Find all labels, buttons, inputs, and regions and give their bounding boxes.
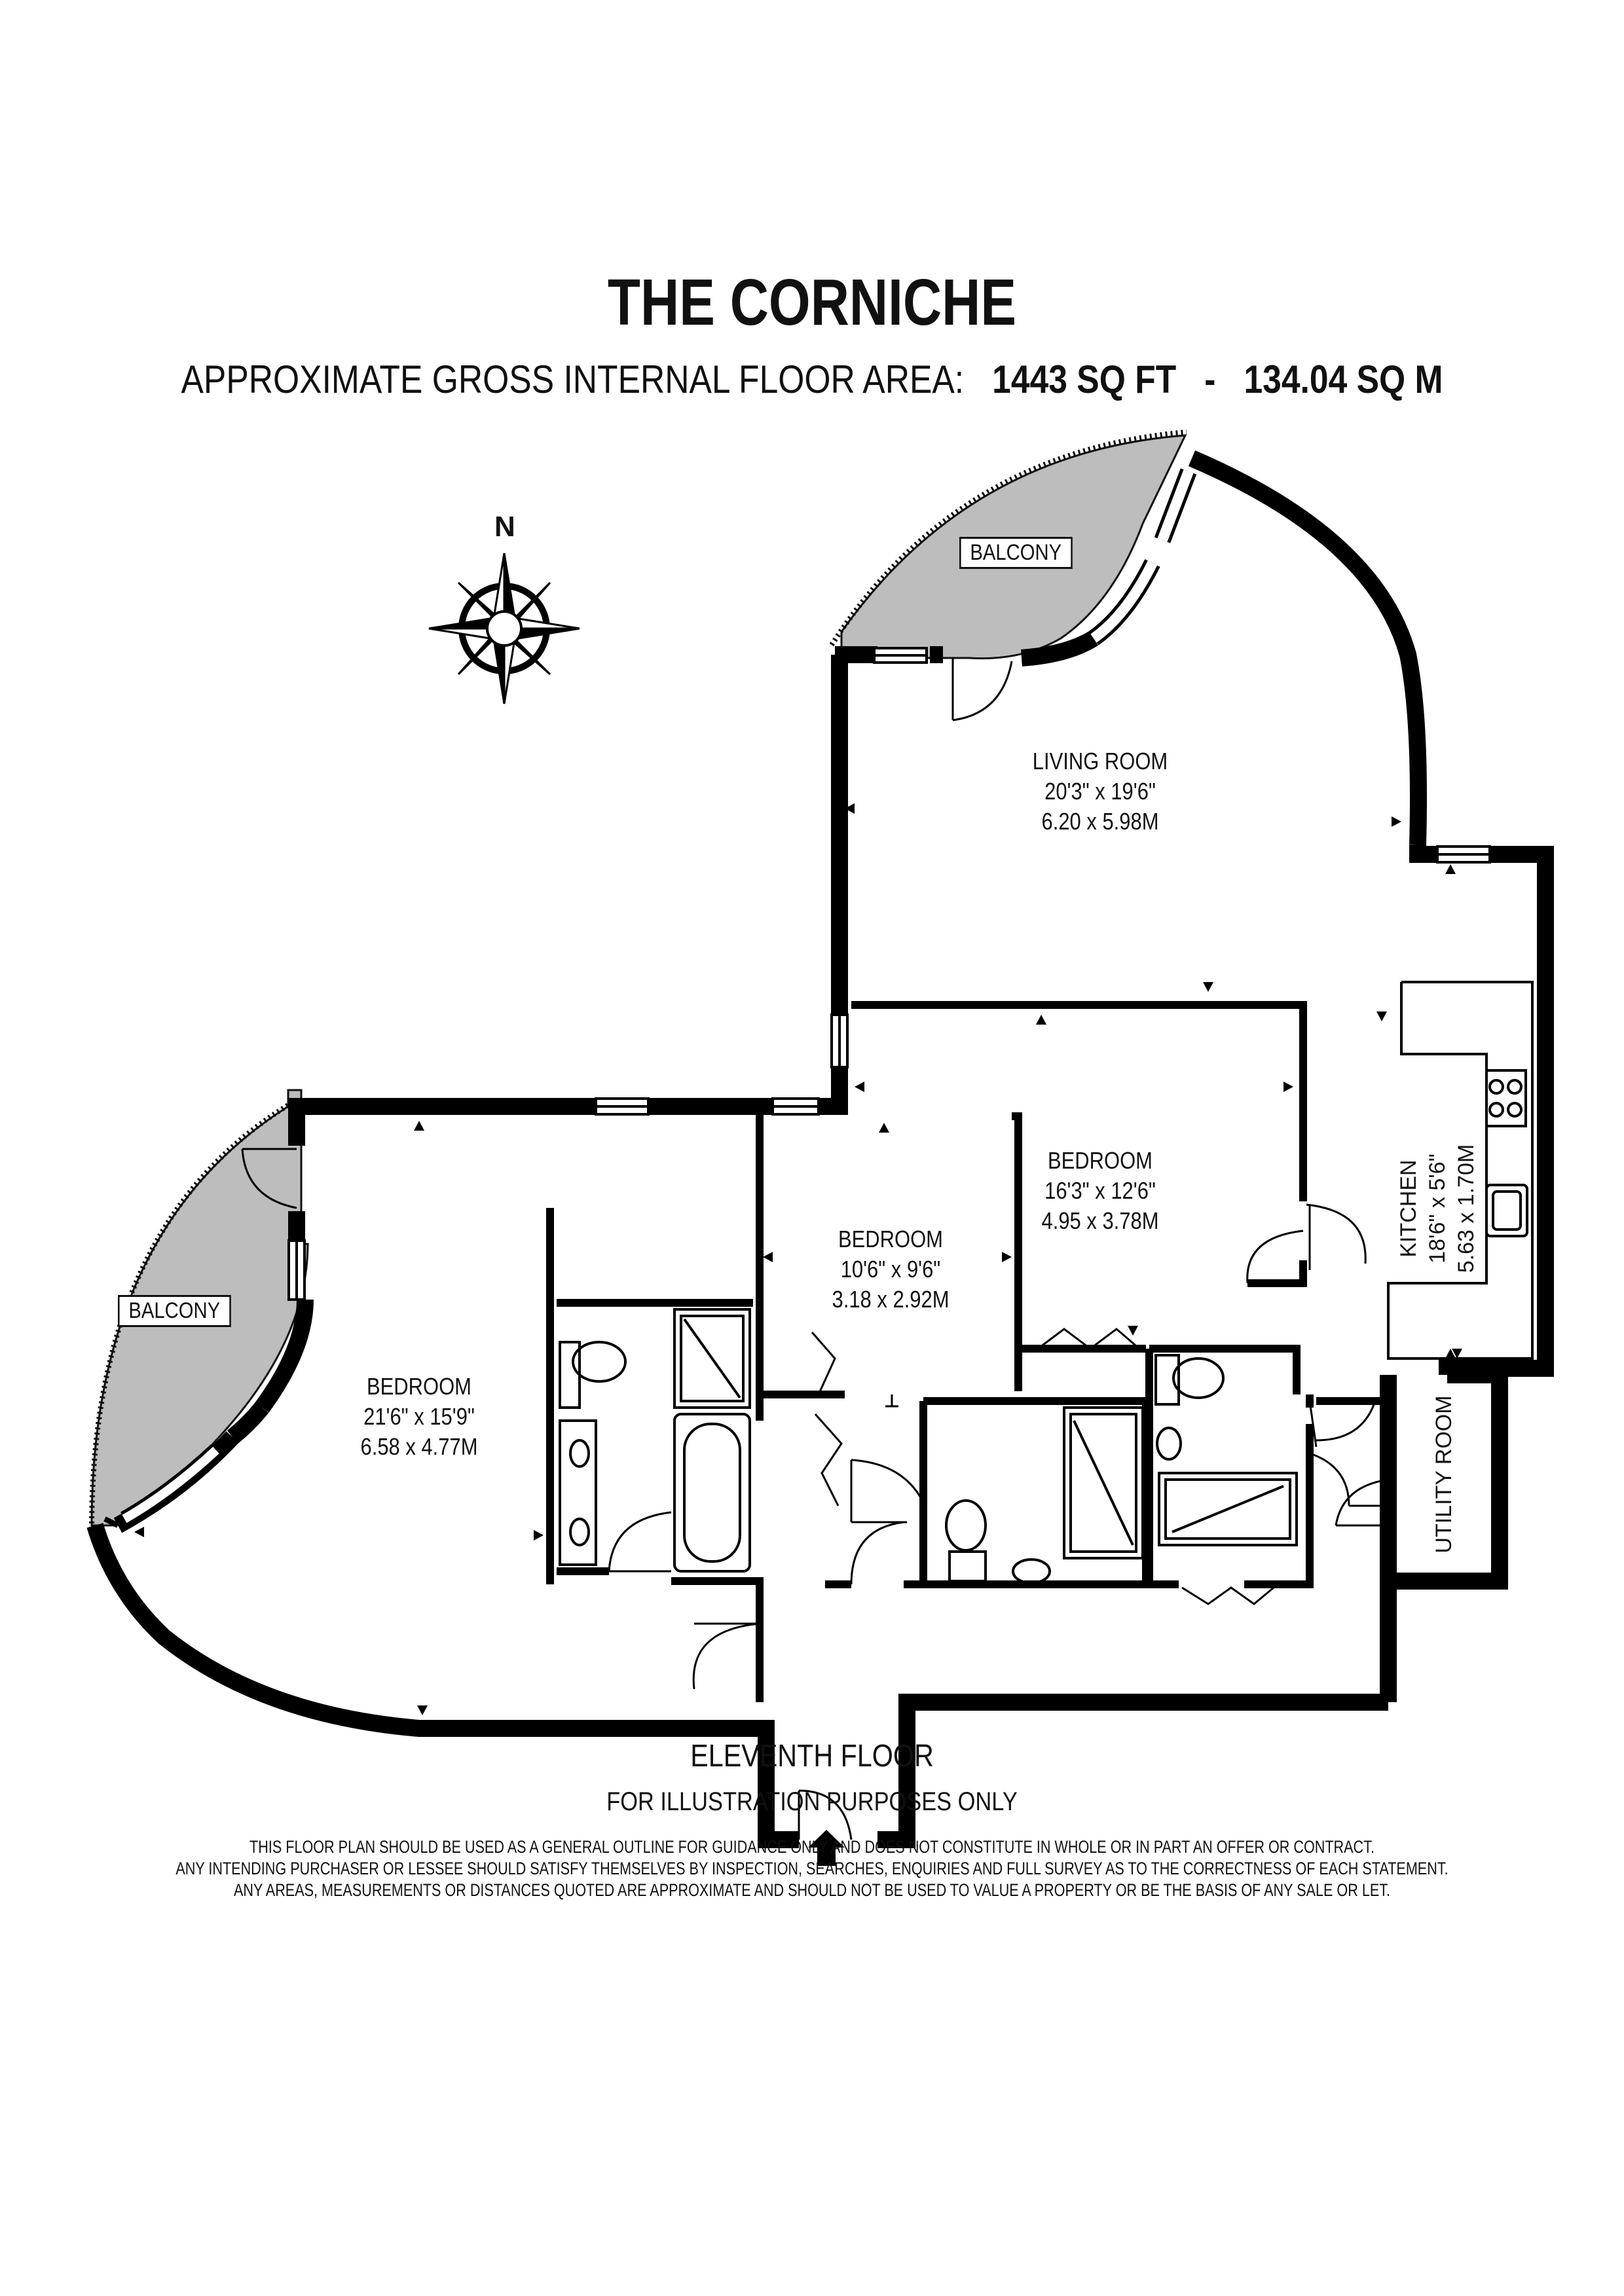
entrance-arrow <box>808 1830 845 1866</box>
compass-north-label: N <box>494 511 515 543</box>
kitchen-imperial: 18'6" x 5'6" <box>1425 1154 1450 1264</box>
bathroom-fixtures <box>559 1308 1298 1584</box>
bedroom-middle-label: BEDROOM 10'6" x 9'6" 3.18 x 2.92M <box>832 1224 950 1315</box>
shower-tray-mid-icon <box>1063 1406 1144 1559</box>
floor-area-line: APPROXIMATE GROSS INTERNAL FLOOR AREA: 1… <box>114 357 1511 402</box>
disclaimer-line-2: ANY INTENDING PURCHASER OR LESSEE SHOULD… <box>175 1859 1449 1878</box>
sink-icon <box>1485 1184 1528 1237</box>
compass-rose-icon <box>428 553 580 704</box>
disclaimer-line-3: ANY AREAS, MEASUREMENTS OR DISTANCES QUO… <box>233 1880 1391 1900</box>
toilet-mid-icon <box>945 1499 987 1552</box>
balcony-left-label: BALCONY <box>118 1295 231 1327</box>
basin-right-icon <box>1156 1427 1182 1461</box>
balcony-top-label: BALCONY <box>959 537 1073 569</box>
floor-area-separator: - <box>1204 357 1216 401</box>
exterior-walls <box>86 450 1554 1848</box>
bedroom-middle-name: BEDROOM <box>838 1226 943 1252</box>
disclaimer-line-1: THIS FLOOR PLAN SHOULD BE USED AS A GENE… <box>249 1837 1375 1857</box>
bedroom-middle-metric: 3.18 x 2.92M <box>832 1286 950 1313</box>
windows <box>287 647 1491 1301</box>
bedroom-left-imperial: 21'6" x 15'9" <box>363 1403 475 1430</box>
dimension-markers <box>134 803 1462 1715</box>
shower-right-icon <box>1158 1472 1298 1546</box>
living-room-imperial: 20'3" x 19'6" <box>1044 778 1156 805</box>
interior-walls <box>546 1001 1392 1702</box>
toilet-right-icon <box>1154 1354 1180 1406</box>
illustration-note: FOR ILLUSTRATION PURPOSES ONLY <box>606 1787 1018 1816</box>
kitchen-units <box>1387 981 1534 1360</box>
bedroom-middle-imperial: 10'6" x 9'6" <box>840 1256 941 1283</box>
balcony-top-railing <box>829 429 1187 647</box>
floor-area-label: APPROXIMATE GROSS INTERNAL FLOOR AREA: <box>181 357 965 401</box>
bedroom-right-label: BEDROOM 16'3" x 12'6" 4.95 x 3.78M <box>1042 1146 1159 1236</box>
vanity-left-icon <box>559 1419 597 1566</box>
bedroom-left-metric: 6.58 x 4.77M <box>360 1433 478 1460</box>
floor-label: ELEVENTH FLOOR <box>690 1739 934 1774</box>
hob-icon <box>1485 1069 1527 1127</box>
kitchen-metric: 5.63 x 1.70M <box>1454 1144 1479 1273</box>
living-room-metric: 6.20 x 5.98M <box>1041 808 1159 835</box>
shower-tray-left-icon <box>673 1308 751 1409</box>
bedroom-right-imperial: 16'3" x 12'6" <box>1044 1177 1156 1204</box>
kitchen-name: KITCHEN <box>1396 1159 1421 1258</box>
bedroom-right-metric: 4.95 x 3.78M <box>1041 1207 1159 1234</box>
basin-mid-icon <box>1012 1558 1051 1584</box>
bedroom-right-name: BEDROOM <box>1048 1147 1153 1174</box>
utility-room-label: UTILITY ROOM <box>1431 1395 1456 1554</box>
floor-area-sqm: 134.04 SQ M <box>1244 357 1443 401</box>
curved-windows <box>103 468 1197 1528</box>
bedroom-left-label: BEDROOM 21'6" x 15'9" 6.58 x 4.77M <box>361 1372 478 1462</box>
living-room-name: LIVING ROOM <box>1032 748 1168 774</box>
bathtub-left-icon <box>673 1413 751 1573</box>
bedroom-left-name: BEDROOM <box>367 1373 471 1400</box>
floor-area-sqft: 1443 SQ FT <box>992 357 1177 401</box>
living-room-label: LIVING ROOM 20'3" x 19'6" 6.20 x 5.98M <box>1033 746 1168 837</box>
plan-title: THE CORNICHE <box>607 266 1017 339</box>
kitchen-label: KITCHEN 18'6" x 5'6" 5.63 x 1.70M <box>1394 1133 1481 1284</box>
doors <box>241 658 1389 1840</box>
